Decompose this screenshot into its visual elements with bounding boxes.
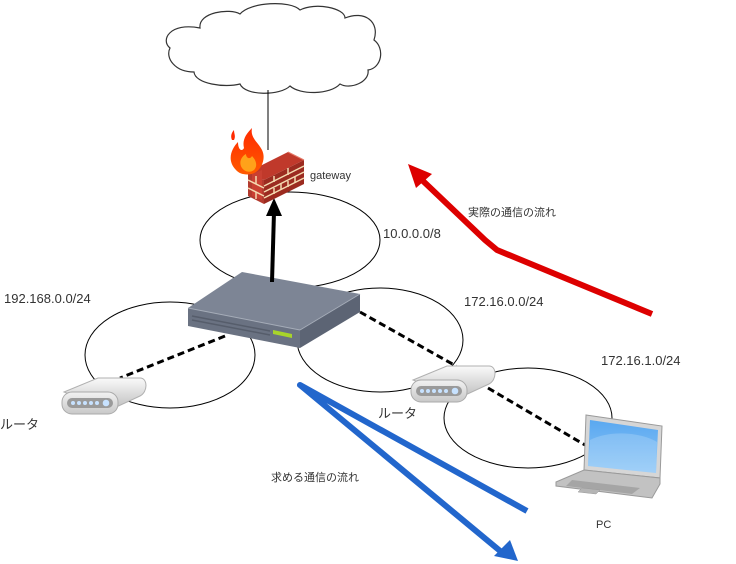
desired-flow-arrow	[297, 382, 529, 561]
router-right-label: ルータ	[378, 406, 418, 421]
router-right-pc-link	[487, 386, 586, 447]
actual-flow-arrow	[408, 164, 654, 317]
internet-cloud-icon	[165, 3, 382, 94]
flame-icon	[230, 128, 264, 175]
uplink-arrow	[266, 198, 282, 283]
desired-flow-label: 求める通信の流れ	[271, 472, 359, 484]
network-label-172-1: 172.16.1.0/24	[601, 353, 681, 368]
switch-router-right-link	[359, 310, 457, 368]
network-ellipse-10	[199, 191, 381, 289]
router-left-label: ルータ	[0, 417, 40, 432]
core-switch-icon	[187, 272, 361, 348]
router-right-icon	[410, 365, 496, 403]
actual-flow-label: 実際の通信の流れ	[468, 207, 556, 219]
router-left-icon	[61, 377, 147, 415]
network-ellipse-192	[84, 301, 256, 409]
network-ellipse-172-1	[443, 367, 613, 469]
network-label-192: 192.168.0.0/24	[4, 291, 91, 306]
gateway-label: gateway	[310, 170, 351, 182]
network-label-10: 10.0.0.0/8	[383, 226, 441, 241]
laptop-pc-icon	[555, 414, 663, 499]
switch-router-left-link	[119, 334, 226, 380]
firewall-icon	[247, 151, 305, 204]
network-label-172-0: 172.16.0.0/24	[464, 294, 544, 309]
pc-label: PC	[596, 519, 612, 531]
